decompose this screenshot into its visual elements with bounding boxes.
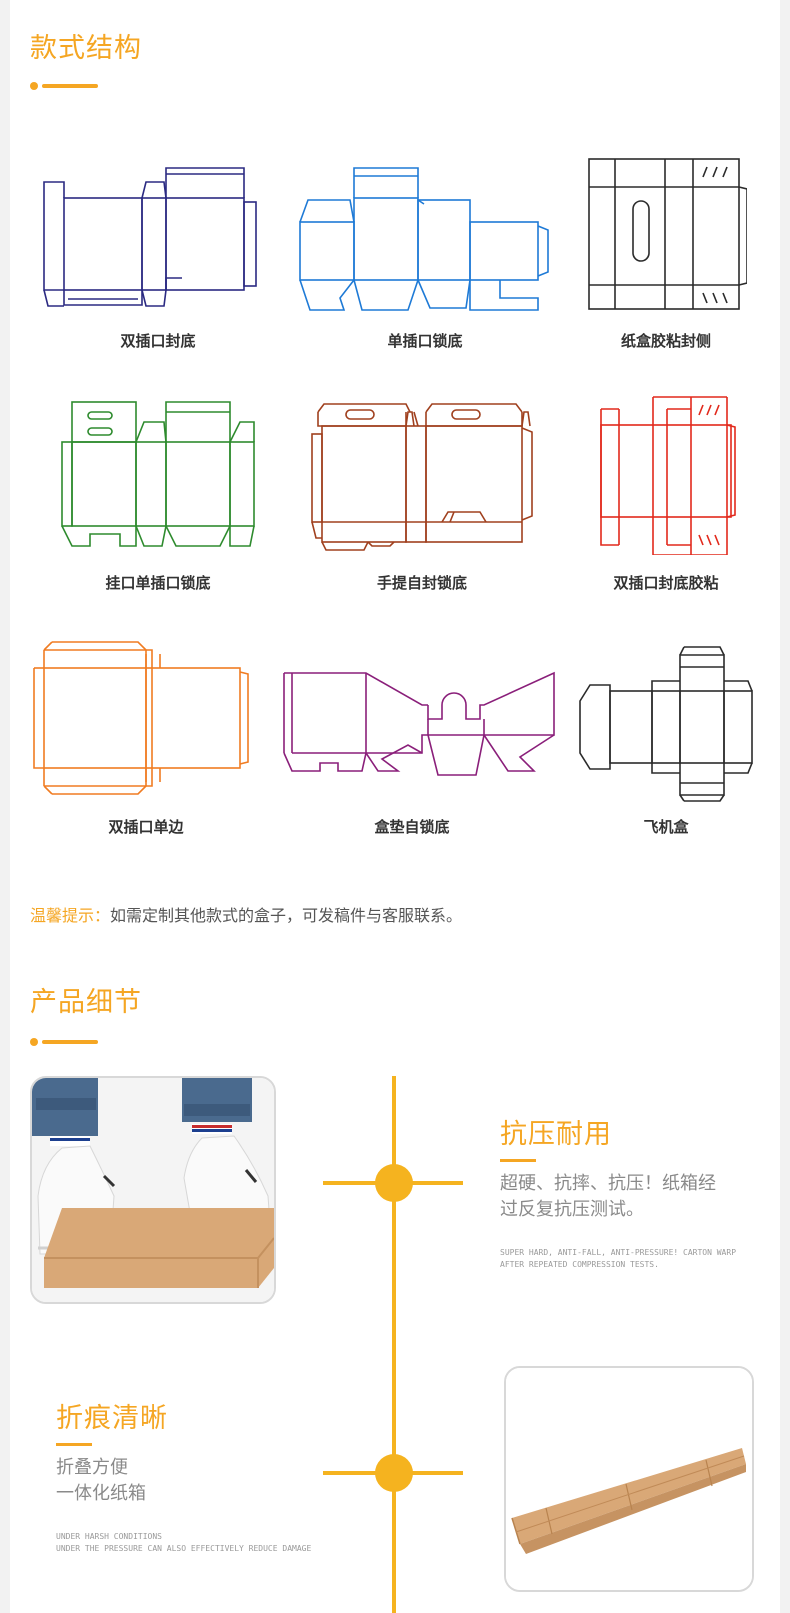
- feature-en-line: AFTER REPEATED COMPRESSION TESTS.: [500, 1260, 659, 1269]
- style-label-2: 单插口锁底: [387, 332, 463, 350]
- style-label-4: 挂口单插口锁底: [105, 574, 211, 592]
- timeline-node-2: [375, 1454, 413, 1492]
- dieline-single-tuck-lock-bottom: [290, 160, 560, 315]
- feature-title-durable: 抗压耐用: [500, 1119, 612, 1150]
- photo-folded-carton: [504, 1366, 754, 1592]
- style-label-5: 手提自封锁底: [376, 574, 467, 592]
- dieline-double-tuck-bottom: [42, 160, 274, 315]
- dieline-glued-side-box: [585, 155, 747, 313]
- feature-en-durable: SUPER HARD, ANTI-FALL, ANTI-PRESSURE! CA…: [500, 1247, 736, 1271]
- feature-desc-line: 超硬、抗摔、抗压！纸箱经: [500, 1173, 716, 1194]
- feature-en-line: UNDER HARSH CONDITIONS: [56, 1532, 162, 1541]
- section-title-styles: 款式结构: [30, 33, 142, 64]
- feature-desc-durable: 超硬、抗摔、抗压！纸箱经 过反复抗压测试。: [500, 1171, 716, 1223]
- tip-label: 温馨提示：: [30, 906, 111, 925]
- feature-desc-crease: 折叠方便 一体化纸箱: [56, 1455, 146, 1507]
- dieline-hanging-tuck-lock-bottom: [50, 400, 265, 562]
- dieline-double-tuck-single-side: [28, 640, 253, 798]
- feature-desc-line: 一体化纸箱: [56, 1483, 146, 1504]
- feature-underline-2: [56, 1443, 92, 1446]
- section-title-underline-2: [30, 1038, 100, 1046]
- style-label-8: 盒垫自锁底: [374, 818, 450, 836]
- style-label-9: 飞机盒: [643, 818, 689, 836]
- section-title-details: 产品细节: [30, 987, 142, 1018]
- tip-text: 如需定制其他款式的盒子，可发稿件与客服联系。: [110, 906, 463, 925]
- style-label-1: 双插口封底: [120, 332, 196, 350]
- dieline-handle-self-lock-bottom: [310, 398, 542, 558]
- timeline-vertical: [392, 1076, 396, 1613]
- feature-desc-line: 过反复抗压测试。: [500, 1199, 644, 1220]
- dieline-tray-self-lock-bottom: [278, 665, 563, 785]
- timeline-node-1: [375, 1164, 413, 1202]
- tip-note: 温馨提示：如需定制其他款式的盒子，可发稿件与客服联系。: [30, 902, 462, 926]
- photo-pressure-test: [30, 1076, 276, 1304]
- style-label-3: 纸盒胶粘封侧: [620, 332, 711, 350]
- dieline-mailer-box: [578, 645, 760, 803]
- page: 款式结构 双插口封底: [10, 0, 780, 1613]
- feature-underline-1: [500, 1159, 536, 1162]
- dieline-double-tuck-glued: [595, 395, 743, 555]
- style-label-6: 双插口封底胶粘: [613, 574, 719, 592]
- style-label-7: 双插口单边: [108, 818, 184, 836]
- feature-desc-line: 折叠方便: [56, 1457, 128, 1478]
- feature-en-crease: UNDER HARSH CONDITIONS UNDER THE PRESSUR…: [56, 1531, 311, 1555]
- section-title-underline: [30, 82, 100, 90]
- feature-title-crease: 折痕清晰: [56, 1403, 168, 1434]
- feature-en-line: SUPER HARD, ANTI-FALL, ANTI-PRESSURE! CA…: [500, 1248, 737, 1257]
- feature-en-line: UNDER THE PRESSURE CAN ALSO EFFECTIVELY …: [56, 1544, 312, 1553]
